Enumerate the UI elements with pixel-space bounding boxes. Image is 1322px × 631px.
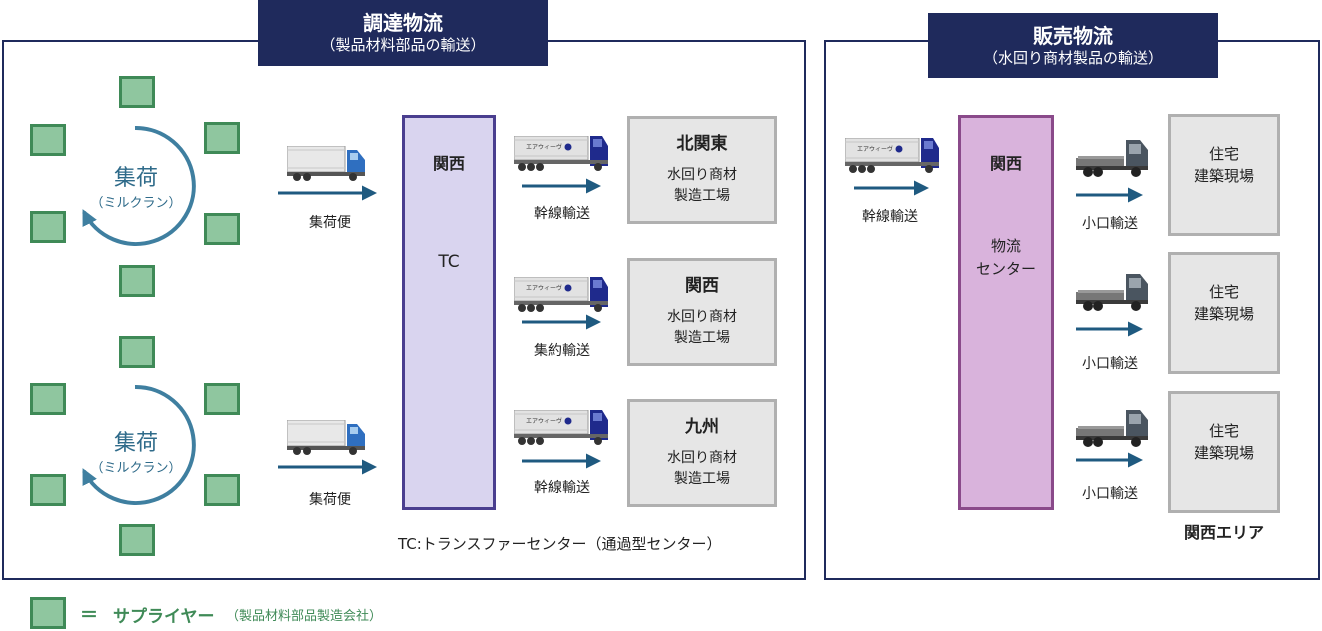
legend-supplier-square [30,597,66,629]
supplier-square [30,383,66,415]
factory-desc-2: 製造工場 [674,188,730,204]
pickup-label: 集荷便 [309,215,351,231]
collection-label: 集荷 [113,166,158,191]
site-line-1: 住宅 [1208,145,1239,163]
factory-desc-1: 水回り商材 [667,309,737,325]
supplier-square [30,124,66,156]
supplier-square [30,211,66,243]
milk-run-cycle-arrow [82,125,196,246]
construction-site-box: 住宅 建築現場 [1168,252,1280,374]
supplier-square [119,336,155,368]
site-line-1: 住宅 [1208,422,1239,440]
site-line-2: 建築現場 [1193,305,1254,323]
supplier-square [204,383,240,415]
delivery-transport-label: 小口輸送 [1082,486,1138,502]
supplier-square [204,474,240,506]
distribution-center-box: 関西 物流 センター [958,115,1054,510]
supplier-square [119,524,155,556]
supplier-square [119,265,155,297]
procurement-title-box: 調達物流 （製品材料部品の輸送） [258,0,548,66]
flow-arrow [522,178,601,194]
trailer-truck-icon [514,277,609,313]
factory-region: 九州 [685,417,719,437]
construction-site-box: 住宅 建築現場 [1168,114,1280,236]
supplier-square [204,213,240,245]
site-line-1: 住宅 [1208,283,1239,301]
supplier-square [119,76,155,108]
route-transport-label: 集約輸送 [534,343,590,359]
flow-arrow [278,185,377,201]
collection-sub-label: （ミルクラン） [90,196,182,211]
transfer-center-box: 関西 TC [402,115,496,510]
area-label: 関西エリア [1183,523,1264,542]
small-truck-icon [1076,410,1148,447]
factory-desc-2: 製造工場 [674,330,730,346]
flow-arrow [1076,187,1143,203]
trailer-truck-icon [845,138,940,174]
flow-arrow [522,453,601,469]
flow-arrow [278,459,377,475]
supplier-square [30,474,66,506]
sales-title: 販売物流 [1033,23,1113,48]
construction-site-box: 住宅 建築現場 [1168,391,1280,513]
trailer-truck-icon [514,136,609,172]
collection-label: 集荷 [113,431,158,456]
factory-box: 北関東 水回り商材 製造工場 [627,116,777,224]
tc-label: TC [438,252,460,272]
factory-box: 九州 水回り商材 製造工場 [627,399,777,507]
factory-desc-1: 水回り商材 [667,450,737,466]
factory-desc-2: 製造工場 [674,471,730,487]
factory-box: 関西 水回り商材 製造工場 [627,258,777,366]
legend-equals: ＝ [80,605,98,626]
procurement-title: 調達物流 [363,11,443,35]
route-transport-label: 幹線輸送 [534,206,590,222]
flow-arrow [854,180,929,196]
trunk-transport-label: 幹線輸送 [862,209,918,225]
sales-subtitle: （水回り商材製品の輸送） [982,48,1163,67]
legend-supplier-note: （製品材料部品製造会社） [226,609,383,624]
tc-note: TC:トランスファーセンター（通過型センター） [398,535,722,553]
flow-arrow [1076,321,1143,337]
delivery-transport-label: 小口輸送 [1082,216,1138,232]
box-truck-icon [287,146,366,182]
pickup-label: 集荷便 [309,492,351,508]
dc-label-1: 物流 [990,237,1021,255]
collection-sub-label: （ミルクラン） [90,461,182,476]
route-transport-label: 幹線輸送 [534,480,590,496]
site-line-2: 建築現場 [1193,167,1254,185]
small-truck-icon [1076,274,1148,311]
procurement-subtitle: （製品材料部品の輸送） [320,36,486,54]
milk-run-cycle-arrow [82,384,196,505]
small-truck-icon [1076,140,1148,177]
factory-region: 北関東 [676,134,728,154]
flow-arrow [1076,452,1143,468]
dc-region: 関西 [989,154,1022,173]
tc-region: 関西 [432,154,465,173]
flow-arrow [522,314,601,330]
factory-region: 関西 [685,276,719,296]
site-line-2: 建築現場 [1193,444,1254,462]
supplier-square [204,122,240,154]
box-truck-icon [287,420,366,456]
dc-label-2: センター [975,260,1036,278]
sales-title-box: 販売物流 （水回り商材製品の輸送） [928,13,1218,78]
factory-desc-1: 水回り商材 [667,167,737,183]
trailer-truck-icon [514,410,609,446]
legend-supplier-label: サプライヤー [113,607,215,627]
delivery-transport-label: 小口輸送 [1082,356,1138,372]
